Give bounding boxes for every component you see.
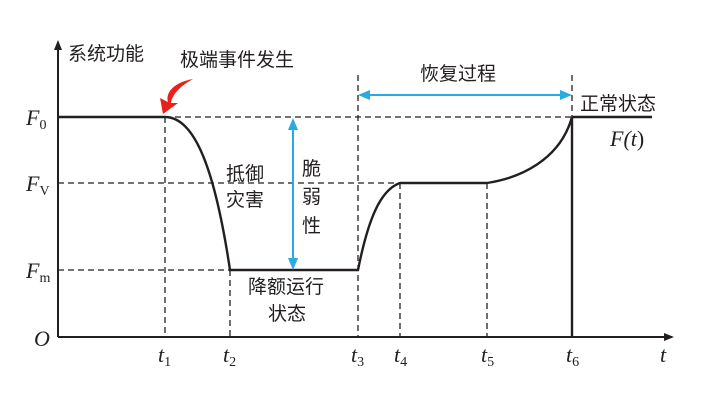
event-label: 极端事件发生 bbox=[180, 49, 294, 71]
recovery-label: 恢复过程 bbox=[420, 63, 496, 85]
guide-lines bbox=[58, 75, 573, 337]
x-axis-label: t bbox=[660, 342, 667, 367]
vulnerability-label-2: 弱 bbox=[302, 186, 321, 208]
event-arrow-icon bbox=[160, 79, 193, 114]
level-fv: FV bbox=[25, 171, 50, 199]
time-t5: t5 bbox=[481, 342, 494, 370]
time-t6: t6 bbox=[566, 342, 579, 370]
normal-state-label: 正常状态 bbox=[580, 93, 656, 115]
time-t1: t1 bbox=[158, 342, 171, 370]
level-fm: Fm bbox=[25, 258, 50, 286]
vulnerability-label-1: 脆 bbox=[302, 158, 321, 180]
resist-label-1: 抵御 bbox=[226, 163, 264, 185]
time-t2: t2 bbox=[223, 342, 236, 370]
degraded-label-2: 状态 bbox=[268, 303, 306, 325]
time-t4: t4 bbox=[394, 342, 407, 370]
origin-label: O bbox=[34, 326, 50, 351]
level-f0: F0 bbox=[25, 105, 46, 133]
degraded-label-1: 降额运行 bbox=[248, 276, 324, 298]
y-axis-label: 系统功能 bbox=[68, 43, 144, 65]
time-t3: t3 bbox=[351, 342, 364, 370]
resist-label-2: 灾害 bbox=[226, 189, 264, 211]
function-curve bbox=[58, 115, 652, 337]
vulnerability-label-3: 性 bbox=[302, 215, 321, 237]
function-label: F(t) bbox=[609, 126, 644, 151]
